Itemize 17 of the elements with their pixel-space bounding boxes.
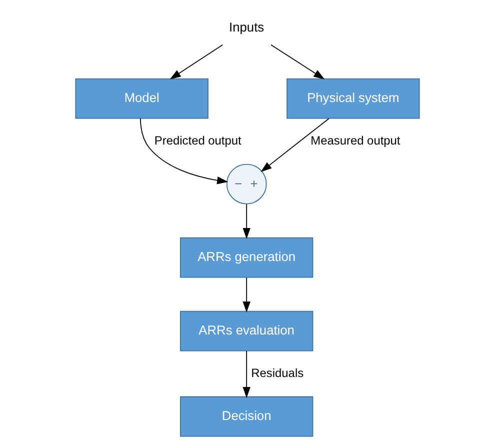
node-circle: − + xyxy=(226,164,267,204)
edge-label: Measured output xyxy=(310,133,400,148)
node-box: Physical system xyxy=(286,78,420,119)
arrow xyxy=(242,204,250,239)
node-box: Decision xyxy=(180,396,314,437)
arrow xyxy=(170,44,224,80)
arrow xyxy=(140,118,228,184)
node-box: ARRs generation xyxy=(180,237,314,278)
arrow xyxy=(242,277,250,312)
edge-label: Residuals xyxy=(251,366,304,380)
node-box: ARRs evaluation xyxy=(180,310,314,352)
arrow xyxy=(270,44,325,80)
arrow xyxy=(242,350,250,398)
node-text: Inputs xyxy=(229,20,264,35)
edge-label: Predicted output xyxy=(154,133,242,148)
arrow xyxy=(260,118,330,172)
node-box: Model xyxy=(75,78,208,119)
